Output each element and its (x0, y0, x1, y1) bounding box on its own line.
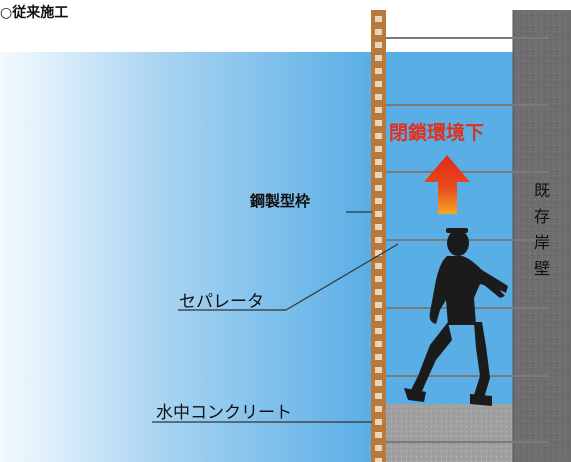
wall-char-1: 既 (533, 181, 550, 200)
separator-label: セパレータ (179, 292, 264, 312)
formwork-slot (375, 302, 382, 308)
wall-char-3: 岸 (533, 233, 550, 252)
formwork-slot (375, 341, 382, 347)
existing-quay-wall (513, 10, 571, 462)
wall-char-2: 存 (533, 207, 550, 226)
formwork-slot (375, 146, 382, 152)
formwork-slot (375, 94, 382, 100)
formwork-slot (375, 185, 382, 191)
formwork-slot (375, 250, 382, 256)
formwork-slot (375, 172, 382, 178)
water-area (0, 52, 372, 462)
formwork-slot (375, 29, 382, 35)
formwork-slot (375, 224, 382, 230)
formwork-slot (375, 406, 382, 412)
formwork-slot (375, 198, 382, 204)
steel-formwork-label: 鋼製型枠 (250, 192, 311, 210)
formwork-slot (375, 81, 382, 87)
formwork-slot (375, 328, 382, 334)
closed-environment-label: 閉鎖環境下 (389, 122, 485, 144)
formwork-slot (375, 211, 382, 217)
formwork-slot (375, 263, 382, 269)
formwork-slot (375, 458, 382, 462)
formwork-slot (375, 159, 382, 165)
upward-arrow (424, 155, 470, 214)
underwater-concrete-label: 水中コンクリート (156, 403, 292, 423)
diver-silhouette (404, 228, 508, 406)
formwork-slot (375, 16, 382, 22)
formwork-slot (375, 315, 382, 321)
formwork-slot (375, 68, 382, 74)
formwork-slot (375, 432, 382, 438)
formwork-slot (375, 445, 382, 451)
formwork-slot (375, 120, 382, 126)
formwork-slot (375, 354, 382, 360)
leader-lines (152, 211, 399, 423)
formwork-slot (375, 380, 382, 386)
page-title: ○従来施工 (0, 5, 69, 21)
formwork-slot (375, 276, 382, 282)
formwork-slot (375, 393, 382, 399)
formwork-slot (375, 289, 382, 295)
formwork-slot (375, 42, 382, 48)
formwork-slot (375, 107, 382, 113)
existing-quay-wall-label: 既 存 岸 壁 (530, 178, 554, 282)
formwork-slot (375, 367, 382, 373)
steel-formwork (371, 10, 386, 462)
underwater-concrete (385, 404, 513, 462)
formwork-slot (375, 237, 382, 243)
wall-char-4: 壁 (533, 259, 550, 278)
formwork-slot (375, 419, 382, 425)
formwork-slot (375, 55, 382, 61)
formwork-slot (375, 133, 382, 139)
